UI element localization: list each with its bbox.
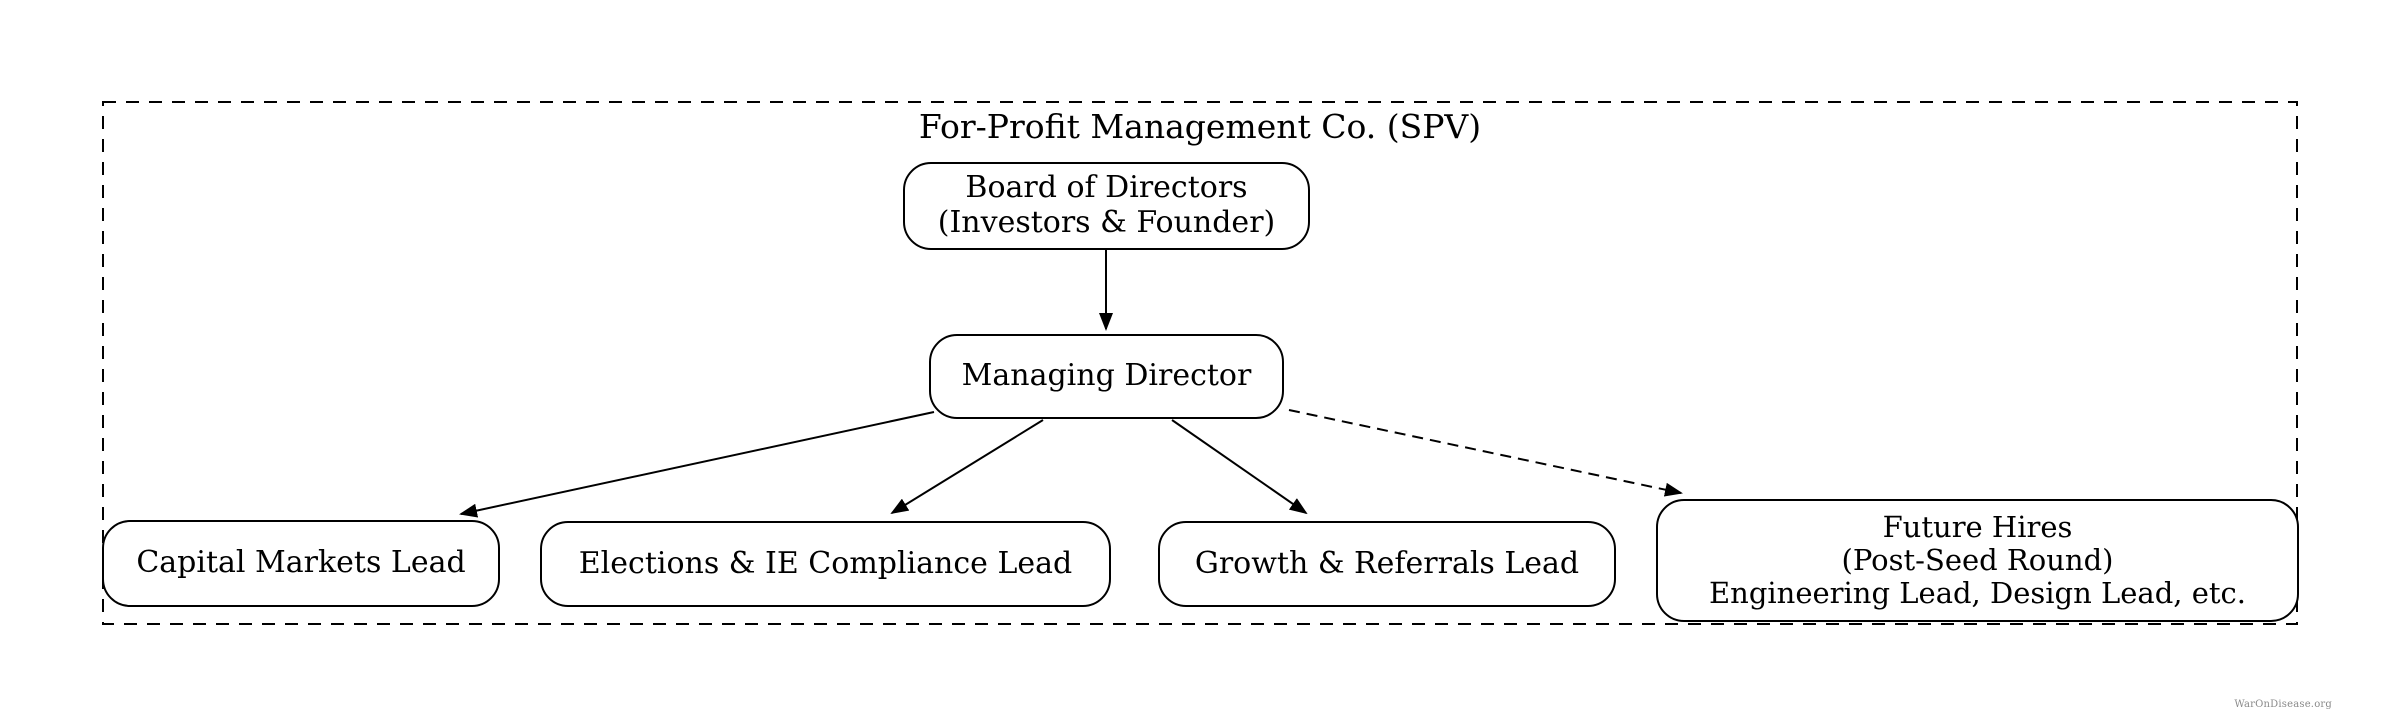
node-growth-referrals-lead: Growth & Referrals Lead	[1158, 521, 1616, 607]
edge-managing-to-elections	[890, 419, 1044, 515]
node-board-line2: (Investors & Founder)	[937, 205, 1276, 240]
node-managing-director: Managing Director	[929, 334, 1284, 419]
node-elections-label: Elections & IE Compliance Lead	[578, 545, 1073, 581]
node-capital-label: Capital Markets Lead	[136, 545, 466, 581]
node-board-of-directors: Board of Directors (Investors & Founder)	[903, 162, 1310, 250]
node-future-hires: Future Hires (Post-Seed Round) Engineeri…	[1656, 499, 2299, 622]
edge-managing-to-capital	[459, 411, 935, 518]
edge-managing-to-growth	[1171, 419, 1308, 515]
node-capital-markets-lead: Capital Markets Lead	[102, 520, 500, 607]
node-future-line1: Future Hires	[1882, 509, 2073, 544]
watermark-text: WarOnDisease.org	[2234, 699, 2332, 710]
node-future-line3: Engineering Lead, Design Lead, etc.	[1708, 576, 2246, 611]
node-elections-ie-compliance-lead: Elections & IE Compliance Lead	[540, 521, 1111, 607]
node-board-line1: Board of Directors	[965, 170, 1248, 206]
node-growth-label: Growth & Referrals Lead	[1194, 545, 1580, 581]
edge-managing-to-future-dashed	[1288, 409, 1683, 497]
cluster-title: For-Profit Management Co. (SPV)	[918, 107, 1482, 146]
node-future-line2: (Post-Seed Round)	[1841, 542, 2114, 577]
node-managing-label: Managing Director	[961, 358, 1252, 394]
